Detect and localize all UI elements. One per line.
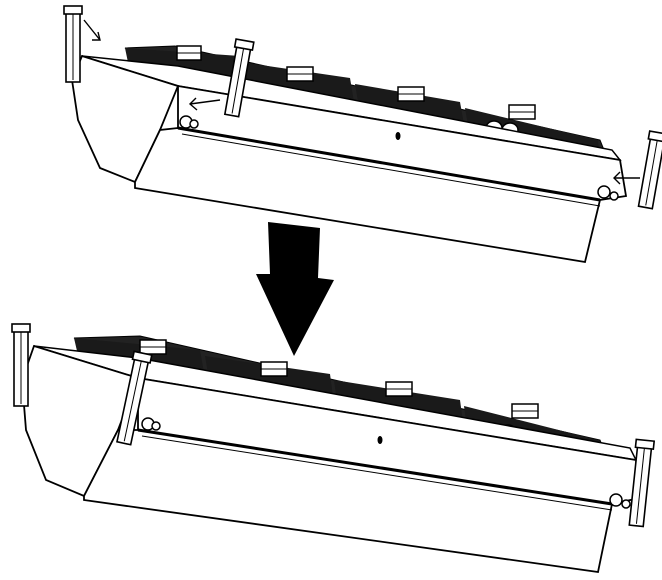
unit-after [11,323,656,574]
housing-before [71,54,628,264]
mounting-post-middle [116,350,153,446]
fan-motor-icon [508,104,536,120]
mounting-post-right [628,438,656,528]
fan-motor-icon [176,45,202,61]
mounting-post-left [11,323,31,407]
mounting-post-left [63,5,83,83]
down-arrow-icon [256,222,334,356]
mounting-post-right [637,130,662,210]
unit-before [63,5,662,264]
pointer-arrow-icon [188,97,221,111]
fan-motor-icon [286,66,314,82]
fan-motor-icon [385,381,413,397]
fan-motor-icon [511,403,539,419]
mounting-post-middle [223,38,255,118]
pointer-arrow-icon [83,19,101,41]
pointer-arrow-icon [613,171,640,185]
fan-motor-icon [260,361,288,377]
fan-motor-icon [397,86,425,102]
housing-after [21,344,641,574]
fan-motor-icon [139,339,167,355]
